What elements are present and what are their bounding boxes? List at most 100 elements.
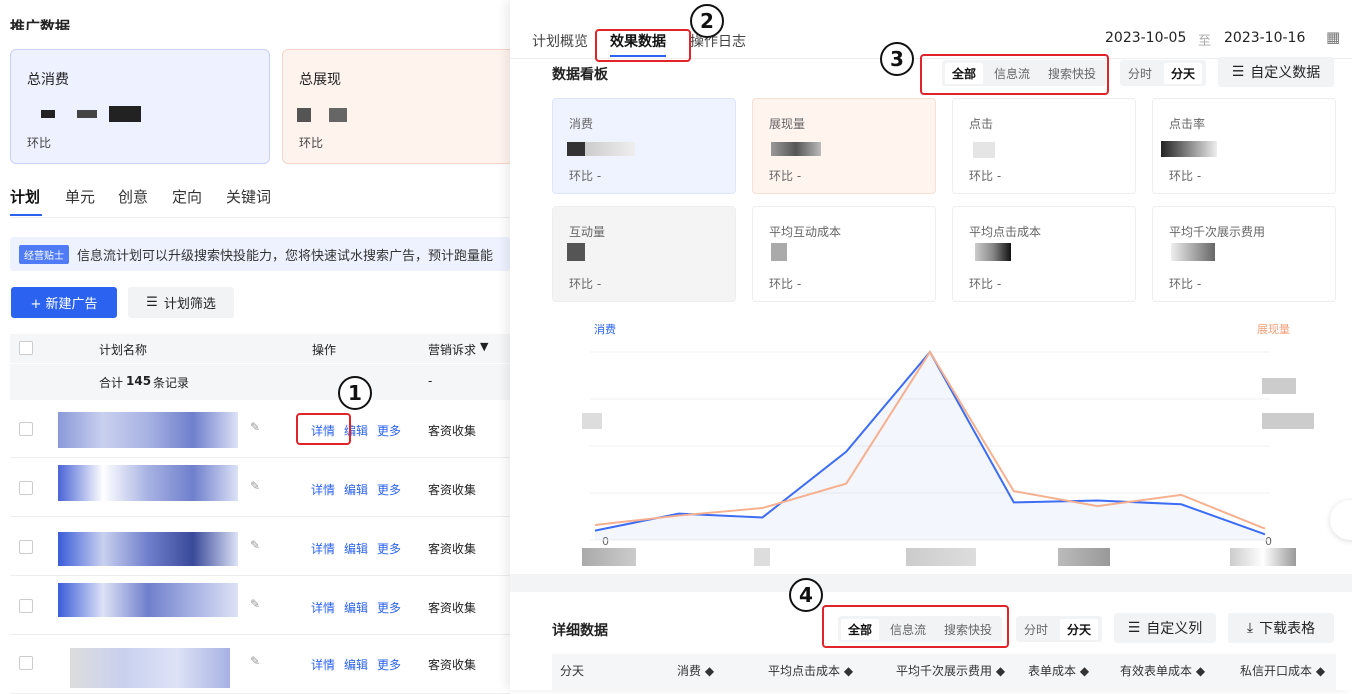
edit-link[interactable]: 编辑 [344, 658, 369, 672]
detail-link[interactable]: 详情 [311, 542, 336, 556]
callout-box-3 [920, 54, 1109, 95]
kpi-interaction[interactable]: 互动量 环比 - [552, 206, 736, 302]
side-collapse-button[interactable] [1330, 500, 1352, 540]
tab-targeting[interactable]: 定向 [172, 188, 203, 206]
callout-number-3: 3 [880, 42, 914, 76]
date-end[interactable]: 2023-10-16 [1224, 30, 1306, 46]
list-icon: ☰ [1127, 620, 1141, 636]
kpi-spend[interactable]: 消费 环比 - [552, 98, 736, 194]
kpi-title: 平均互动成本 [769, 225, 842, 239]
detail-time-hourly[interactable]: 分时 [1024, 623, 1049, 637]
detail-link[interactable]: 详情 [311, 658, 336, 672]
kpi-ctr[interactable]: 点击率 环比 - [1152, 98, 1336, 194]
chart-zero-right: 0 [1265, 535, 1272, 548]
detail-time-daily[interactable]: 分天 [1060, 619, 1099, 640]
col-form-cost[interactable]: 表单成本 ◆ [1028, 664, 1090, 678]
more-link[interactable]: 更多 [377, 658, 402, 672]
tab-divider [510, 58, 1352, 59]
col-dm-cost[interactable]: 私信开口成本 ◆ [1240, 664, 1326, 678]
detail-filter-search[interactable]: 搜索快投 [944, 623, 993, 637]
tab-log[interactable]: 操作日志 [690, 34, 746, 50]
kpi-click[interactable]: 点击 环比 - [952, 98, 1136, 194]
trend-chart [590, 350, 1270, 541]
col-day[interactable]: 分天 [560, 664, 585, 678]
download-table-button[interactable]: ⤓下载表格 [1228, 613, 1334, 643]
series-area [595, 352, 1265, 540]
kpi-sub: 环比 - [1169, 169, 1202, 183]
filter-all[interactable]: 全部 [945, 63, 984, 84]
more-link[interactable]: 更多 [377, 424, 402, 438]
edit-pencil-icon[interactable]: ✎ [250, 654, 261, 668]
tab-creative[interactable]: 创意 [118, 188, 149, 206]
col-cpm[interactable]: 平均千次展示费用 ◆ [896, 664, 1006, 678]
col-valid-form-cost[interactable]: 有效表单成本 ◆ [1120, 664, 1206, 678]
tab-plan[interactable]: 计划 [10, 188, 41, 206]
chart-right-label: 展现量 [1257, 323, 1290, 336]
col-avg-click-cost[interactable]: 平均点击成本 ◆ [768, 664, 854, 678]
kpi-avg-click-cost[interactable]: 平均点击成本 环比 - [952, 206, 1136, 302]
tab-unit[interactable]: 单元 [65, 188, 96, 206]
more-link[interactable]: 更多 [377, 542, 402, 556]
detail-filter-feed[interactable]: 信息流 [890, 623, 927, 637]
download-icon: ⤓ [1246, 620, 1254, 636]
date-start[interactable]: 2023-10-05 [1105, 30, 1187, 46]
edit-pencil-icon[interactable]: ✎ [250, 597, 261, 611]
more-link[interactable]: 更多 [377, 601, 402, 615]
row-checkbox[interactable] [19, 481, 33, 495]
custom-data-button[interactable]: ☰自定义数据 [1218, 57, 1334, 87]
select-all-checkbox[interactable] [19, 341, 33, 355]
tab-overview[interactable]: 计划概览 [532, 34, 588, 50]
time-daily[interactable]: 分天 [1164, 63, 1203, 84]
new-ad-button[interactable]: + 新建广告 [11, 287, 117, 318]
summary-label: 合计 [99, 376, 124, 390]
kpi-title: 点击 [969, 117, 994, 131]
list-icon: ☰ [1231, 64, 1245, 80]
kpi-sub: 环比 - [969, 277, 1002, 291]
more-link[interactable]: 更多 [377, 483, 402, 497]
kpi-cpm[interactable]: 平均千次展示费用 环比 - [1152, 206, 1336, 302]
board-title: 数据看板 [552, 67, 608, 83]
callout-number-2: 2 [690, 4, 724, 38]
kpi-impression[interactable]: 展现量 环比 - [752, 98, 936, 194]
row-checkbox[interactable] [19, 656, 33, 670]
plan-list-panel: 推广数据 总消费 环比 总展现 环比 计划 单元 创意 定向 关键词 经营贴士 … [0, 0, 522, 694]
header-goal: 营销诉求 [428, 343, 477, 357]
row-checkbox[interactable] [19, 422, 33, 436]
filter-search[interactable]: 搜索快投 [1048, 67, 1097, 81]
table-row: ✎ 详情 编辑 更多 客资收集 [10, 636, 510, 694]
callout-box-1 [296, 413, 351, 445]
filter-funnel-icon[interactable]: ▼ [480, 340, 489, 353]
row-checkbox[interactable] [19, 599, 33, 613]
header-plan-name: 计划名称 [99, 343, 148, 357]
custom-columns-button[interactable]: ☰自定义列 [1114, 613, 1216, 643]
edit-link[interactable]: 编辑 [344, 542, 369, 556]
row-checkbox[interactable] [19, 540, 33, 554]
edit-pencil-icon[interactable]: ✎ [250, 538, 261, 552]
detail-link[interactable]: 详情 [311, 483, 336, 497]
tip-text: 信息流计划可以升级搜索快投能力，您将快速试水搜索广告，预计跑量能 [77, 249, 494, 264]
detail-link[interactable]: 详情 [311, 424, 336, 438]
col-spend[interactable]: 消费 ◆ [677, 664, 715, 678]
chart-zero-left: 0 [602, 535, 609, 548]
callout-box-4 [822, 605, 1009, 648]
detail-link[interactable]: 详情 [311, 601, 336, 615]
edit-link[interactable]: 编辑 [344, 483, 369, 497]
calendar-icon[interactable]: ▦ [1326, 28, 1341, 46]
time-hourly[interactable]: 分时 [1128, 67, 1153, 81]
filter-feed[interactable]: 信息流 [994, 67, 1031, 81]
total-impression-card: 总展现 环比 [282, 49, 522, 164]
edit-pencil-icon[interactable]: ✎ [250, 479, 261, 493]
plan-filter-button[interactable]: ☰计划筛选 [128, 287, 234, 318]
header-action: 操作 [312, 343, 337, 357]
kpi-sub: 环比 - [769, 277, 802, 291]
kpi-sub: 环比 - [969, 169, 1002, 183]
edit-pencil-icon[interactable]: ✎ [250, 420, 261, 434]
time-segment: 分时 分天 [1120, 60, 1206, 86]
tab-keyword[interactable]: 关键词 [226, 188, 272, 206]
kpi-title: 平均千次展示费用 [1169, 225, 1266, 239]
goal-cell: 客资收集 [428, 424, 477, 438]
edit-link[interactable]: 编辑 [344, 601, 369, 615]
detail-filter-all[interactable]: 全部 [841, 619, 880, 640]
tab-performance[interactable]: 效果数据 [610, 34, 666, 50]
kpi-avg-interaction-cost[interactable]: 平均互动成本 环比 - [752, 206, 936, 302]
